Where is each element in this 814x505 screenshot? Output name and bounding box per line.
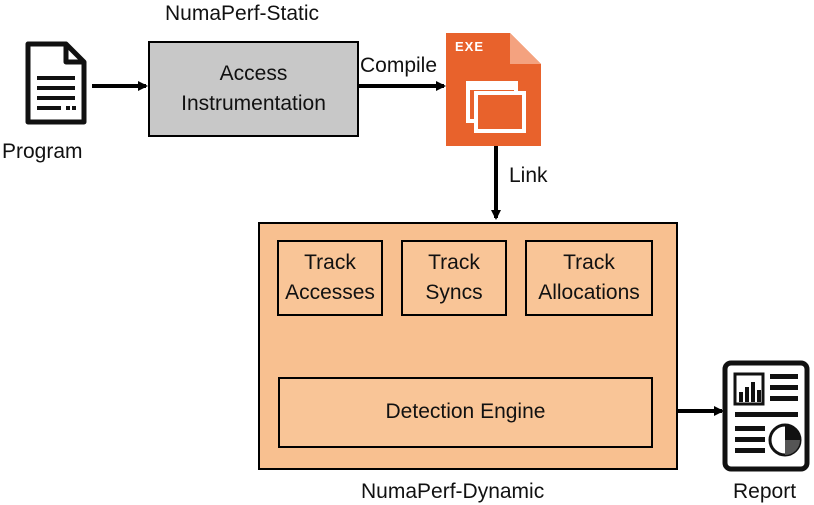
track-syncs-box: Track Syncs [401,240,507,316]
document-icon [25,41,87,125]
static-section-title: NumaPerf-Static [165,2,320,25]
access-instrumentation-line2: Instrumentation [181,92,326,115]
track-accesses-line2: Accesses [285,281,375,304]
track-allocations-line2: Allocations [538,281,640,304]
report-label: Report [733,480,797,503]
report-icon [722,360,810,472]
track-accesses-box: Track Accesses [277,240,383,316]
access-instrumentation-line1: Access [219,61,288,85]
track-syncs-line1: Track [428,250,480,274]
link-label: Link [509,164,548,187]
track-allocations-line1: Track [563,250,615,274]
track-syncs-line2: Syncs [425,281,483,304]
exe-badge: EXE [455,39,485,54]
detection-engine-label: Detection Engine [385,400,546,424]
detection-engine-box: Detection Engine [278,377,653,448]
track-allocations-box: Track Allocations [525,240,653,316]
track-accesses-line1: Track [304,250,356,274]
program-label: Program [2,140,83,163]
compile-label: Compile [360,54,438,77]
exe-file-icon: EXE [446,33,541,146]
dynamic-section-title: NumaPerf-Dynamic [361,480,545,503]
access-instrumentation-box: Access Instrumentation [148,41,359,137]
